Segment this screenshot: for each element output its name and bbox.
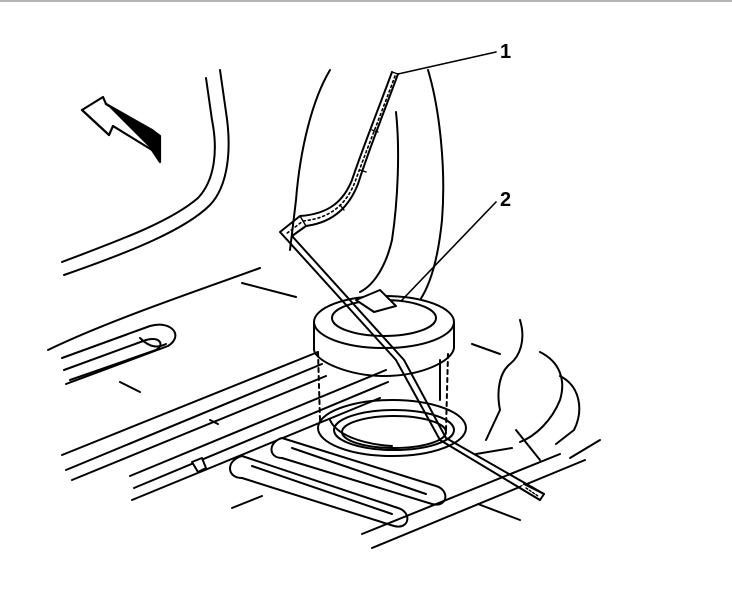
body-panel-left [47, 69, 297, 351]
callout-1-label: 1 [500, 41, 511, 63]
floor-edge-lines [361, 439, 601, 549]
wire-harness [279, 71, 545, 501]
wheelhouse-lower [471, 319, 581, 461]
wheelhouse-panel [289, 69, 445, 301]
callout-1-leader [397, 51, 497, 75]
callout-2-label: 2 [500, 189, 511, 211]
front-arrow-icon [80, 95, 162, 164]
floor-ribs [229, 437, 447, 528]
access-cover [313, 289, 455, 431]
leader-lines [397, 51, 497, 301]
floor-trough-left [61, 323, 177, 393]
callout-2-leader [401, 201, 497, 301]
top-border-rule [0, 0, 732, 2]
tank-opening [317, 399, 467, 457]
floor-rails [61, 351, 389, 509]
